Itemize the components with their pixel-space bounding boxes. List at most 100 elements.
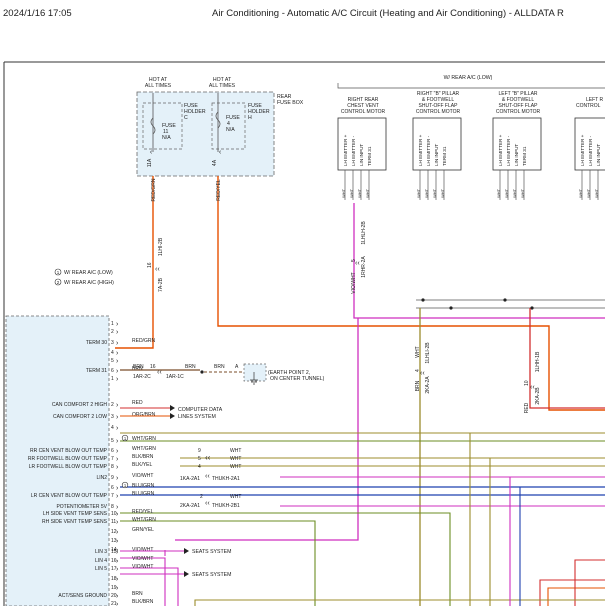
module-pin-number: 8 bbox=[111, 464, 114, 470]
svg-text:5: 5 bbox=[351, 259, 357, 262]
svg-text:‹‹: ‹‹ bbox=[155, 266, 160, 273]
module-pin-function: LR FOOTWELL BLOW OUT TEMP bbox=[29, 464, 108, 470]
motor-pin-wire-label: WHT bbox=[594, 188, 599, 198]
svg-text:BRN: BRN bbox=[214, 364, 225, 370]
print-datetime: 2024/1/16 17:05 bbox=[3, 8, 72, 19]
svg-text:2KA-2A1: 2KA-2A1 bbox=[180, 503, 200, 509]
svg-text:‹‹: ‹‹ bbox=[157, 369, 162, 376]
module-wire-color: GRN/YEL bbox=[132, 527, 154, 533]
motor-3-box bbox=[492, 117, 542, 171]
svg-text:2KA-2B: 2KA-2B bbox=[535, 387, 541, 405]
module-wire-color: BLU/GRN bbox=[132, 483, 155, 489]
motor-pin-label: LH EMITTER - bbox=[351, 135, 356, 166]
svg-text:1LHI-2B: 1LHI-2B bbox=[158, 237, 164, 256]
svg-text:RED/GRN: RED/GRN bbox=[151, 178, 157, 201]
svg-text:2KA-2A: 2KA-2A bbox=[425, 376, 431, 394]
svg-text:VIO/WHT: VIO/WHT bbox=[351, 272, 357, 293]
motor-pin-labels: LH EMITTER + WHT LH EMITTER - WHT LIN INPUT W… bbox=[341, 134, 601, 200]
motor-pin-label: LH EMITTER - bbox=[588, 135, 593, 166]
svg-text:RED: RED bbox=[524, 402, 530, 413]
connector-symbol: › bbox=[116, 547, 119, 554]
connector-symbol: › bbox=[116, 519, 119, 526]
module-pin-number: 17 bbox=[111, 566, 117, 572]
fuse-output-wires: RED/GRN RED/YEL 16 7A-2B 1LHI-2B ‹‹ bbox=[115, 176, 605, 411]
module-wire-color: WHT/GRN bbox=[132, 436, 156, 442]
motor-pin-wire-label: WHT bbox=[504, 188, 509, 198]
svg-text:‹‹: ‹‹ bbox=[530, 384, 535, 391]
module-pin-function: LIN2 bbox=[96, 475, 107, 481]
module-wire-color: ORG/BRN bbox=[132, 412, 156, 418]
connector-symbol: › bbox=[116, 350, 119, 357]
module-pin-number: 7 bbox=[111, 493, 114, 499]
fuse-4-symbol bbox=[215, 111, 221, 129]
motor-pin-wire-label: WHT bbox=[578, 188, 583, 198]
motor-pin-wire-label: WHT bbox=[357, 188, 362, 198]
connector-symbol: › bbox=[116, 456, 119, 463]
svg-text:1RHR-2A: 1RHR-2A bbox=[361, 256, 367, 278]
option-callout-number: 1 bbox=[124, 436, 127, 441]
connector-symbol: › bbox=[116, 538, 119, 545]
connector-symbol: › bbox=[116, 593, 119, 600]
module-pin-function: TERM 31 bbox=[86, 368, 107, 374]
motor-pin-label: LH EMITTER + bbox=[343, 134, 348, 166]
module-wire-color: BRN bbox=[132, 591, 143, 597]
terminal-11a: 11A bbox=[147, 158, 153, 167]
earth-point-label: (EARTH POINT 2,ON CENTER TUNNEL) bbox=[268, 370, 325, 382]
svg-text:BRN: BRN bbox=[415, 380, 421, 391]
fuse-11-symbol bbox=[150, 117, 156, 135]
module-pin-number: 19 bbox=[111, 585, 117, 591]
svg-text:16: 16 bbox=[147, 262, 153, 268]
motor-pin-label: LIN INPUT bbox=[434, 144, 439, 166]
motor-pin-label: TERM 31 bbox=[367, 146, 372, 166]
svg-text:W/ REAR A/C (LOW): W/ REAR A/C (LOW) bbox=[64, 270, 113, 276]
svg-text:5: 5 bbox=[198, 456, 201, 462]
connector-symbol: › bbox=[116, 566, 119, 573]
motor-pin-label: TERM 31 bbox=[522, 146, 527, 166]
module-pin-function: RR CEN VENT BLOW OUT TEMP bbox=[30, 448, 108, 454]
svg-text:WHT: WHT bbox=[230, 464, 241, 470]
connector-symbol: › bbox=[116, 464, 119, 471]
diagram-frame bbox=[3, 61, 605, 606]
module-wire-color: VIO/WHT bbox=[132, 473, 153, 479]
motor-pin-wire-label: WHT bbox=[341, 188, 346, 198]
motor-2-box bbox=[412, 117, 462, 171]
module-wire-color: WHT/GRN bbox=[132, 517, 156, 523]
module-pin-function: ACT/SENS GROUND bbox=[58, 593, 107, 599]
option-callout-number: 1 bbox=[124, 483, 127, 488]
signal-wires bbox=[120, 432, 605, 606]
svg-text:WHT: WHT bbox=[230, 448, 241, 454]
seats-system-label-2: SEATS SYSTEM bbox=[192, 572, 231, 578]
motor-pin-wire-label: WHT bbox=[349, 188, 354, 198]
module-pin-number: 11 bbox=[111, 519, 116, 525]
motor-pin-wire-label: WHT bbox=[432, 188, 437, 198]
connector-symbol: › bbox=[116, 601, 119, 606]
module-pin-number: 20 bbox=[111, 593, 117, 599]
connector-symbol: › bbox=[116, 376, 119, 383]
svg-text:THUKH-2B1: THUKH-2B1 bbox=[212, 503, 240, 509]
module-pin-function: LH SIDE VENT TEMP SENS bbox=[43, 511, 108, 517]
module-pin-number: 10 bbox=[111, 511, 117, 517]
module-pin-number: 2 bbox=[111, 402, 114, 408]
motor-pin-wire-label: WHT bbox=[416, 188, 421, 198]
connector-symbol: › bbox=[116, 448, 119, 455]
module-wire-color: BLU/GRN bbox=[132, 491, 155, 497]
motor-1-box bbox=[337, 117, 387, 171]
module-pin-number: 4 bbox=[111, 350, 114, 356]
motor-pin-label: LIN INPUT bbox=[359, 144, 364, 166]
module-pin-number: 2 bbox=[111, 329, 114, 335]
module-wire-color: RED bbox=[132, 400, 143, 406]
module-wire-color: BLK/BRN bbox=[132, 599, 154, 605]
connector-symbol: › bbox=[116, 549, 119, 556]
module-wire-color: VIO/WHT bbox=[132, 564, 153, 570]
temp-sensor-wires: 9 5 4 ‹‹ WHT WHT WHT 1KA-2A1 THUKH-2A1 ‹… bbox=[180, 448, 241, 509]
svg-text:RED/YEL: RED/YEL bbox=[216, 179, 222, 201]
module-wire-color: BLK/BRN bbox=[132, 454, 154, 460]
connector-symbol: › bbox=[116, 329, 119, 336]
connector-symbol: › bbox=[116, 425, 119, 432]
